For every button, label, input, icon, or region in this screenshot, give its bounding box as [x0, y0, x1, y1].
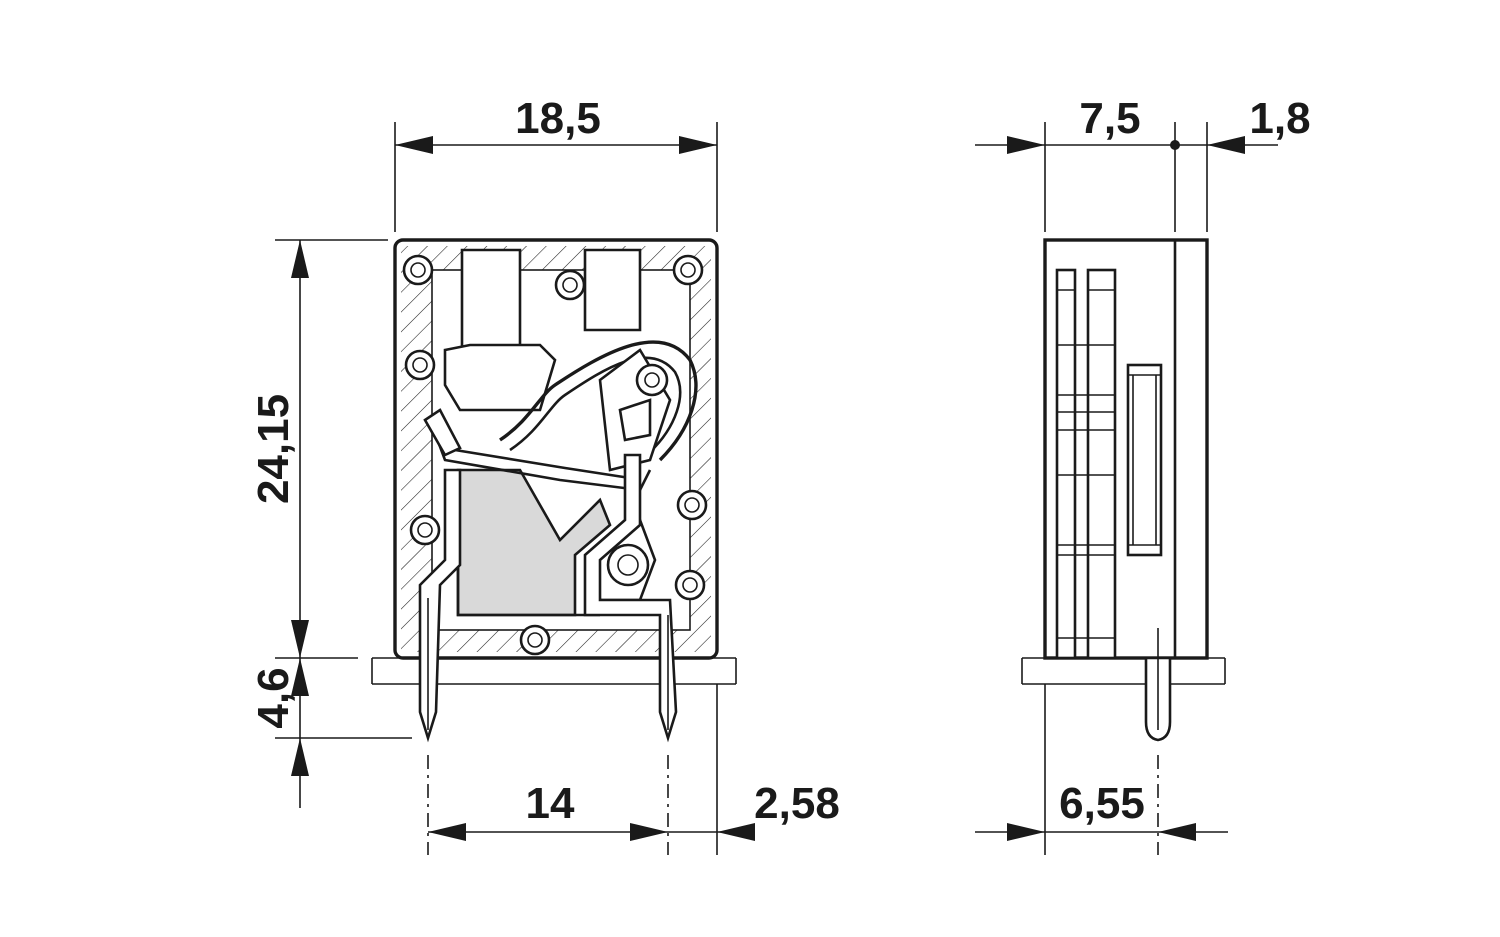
- dimension-label-pin-position-side: 6,55: [1059, 779, 1145, 828]
- side-slots: [1055, 268, 1163, 660]
- dimension-pin-length: 4,6: [249, 658, 412, 808]
- dimension-label-pin-length: 4,6: [249, 667, 298, 728]
- dimension-label-pin-pitch: 14: [526, 779, 575, 828]
- clamp-spring: [423, 340, 698, 492]
- dimension-label-pin-offset: 2,58: [754, 779, 840, 828]
- dimension-label-depth-extra: 1,8: [1249, 94, 1310, 143]
- dimension-pin-pitch: 14: [428, 779, 668, 841]
- pcb-board-side: [1021, 657, 1226, 685]
- dimension-label-depth-main: 7,5: [1079, 94, 1140, 143]
- dimension-pin-offset: 2,58: [668, 684, 840, 855]
- side-view: [1021, 238, 1226, 855]
- pin-left: [418, 468, 462, 743]
- dimension-depth-main: 7,5: [975, 94, 1180, 232]
- dimension-pin-position-side: 6,55: [975, 684, 1228, 855]
- dimension-label-height-body: 24,15: [249, 394, 298, 504]
- dimension-depth-extra: 1,8: [1175, 94, 1311, 232]
- mounting-bosses: [402, 254, 708, 656]
- dimension-height-body: 24,15: [249, 239, 388, 659]
- dimension-width-front: 18,5: [394, 94, 718, 232]
- pin-right: [583, 453, 678, 743]
- dimension-label-width-front: 18,5: [515, 94, 601, 143]
- front-view: [371, 238, 737, 855]
- side-pin: [1144, 628, 1172, 855]
